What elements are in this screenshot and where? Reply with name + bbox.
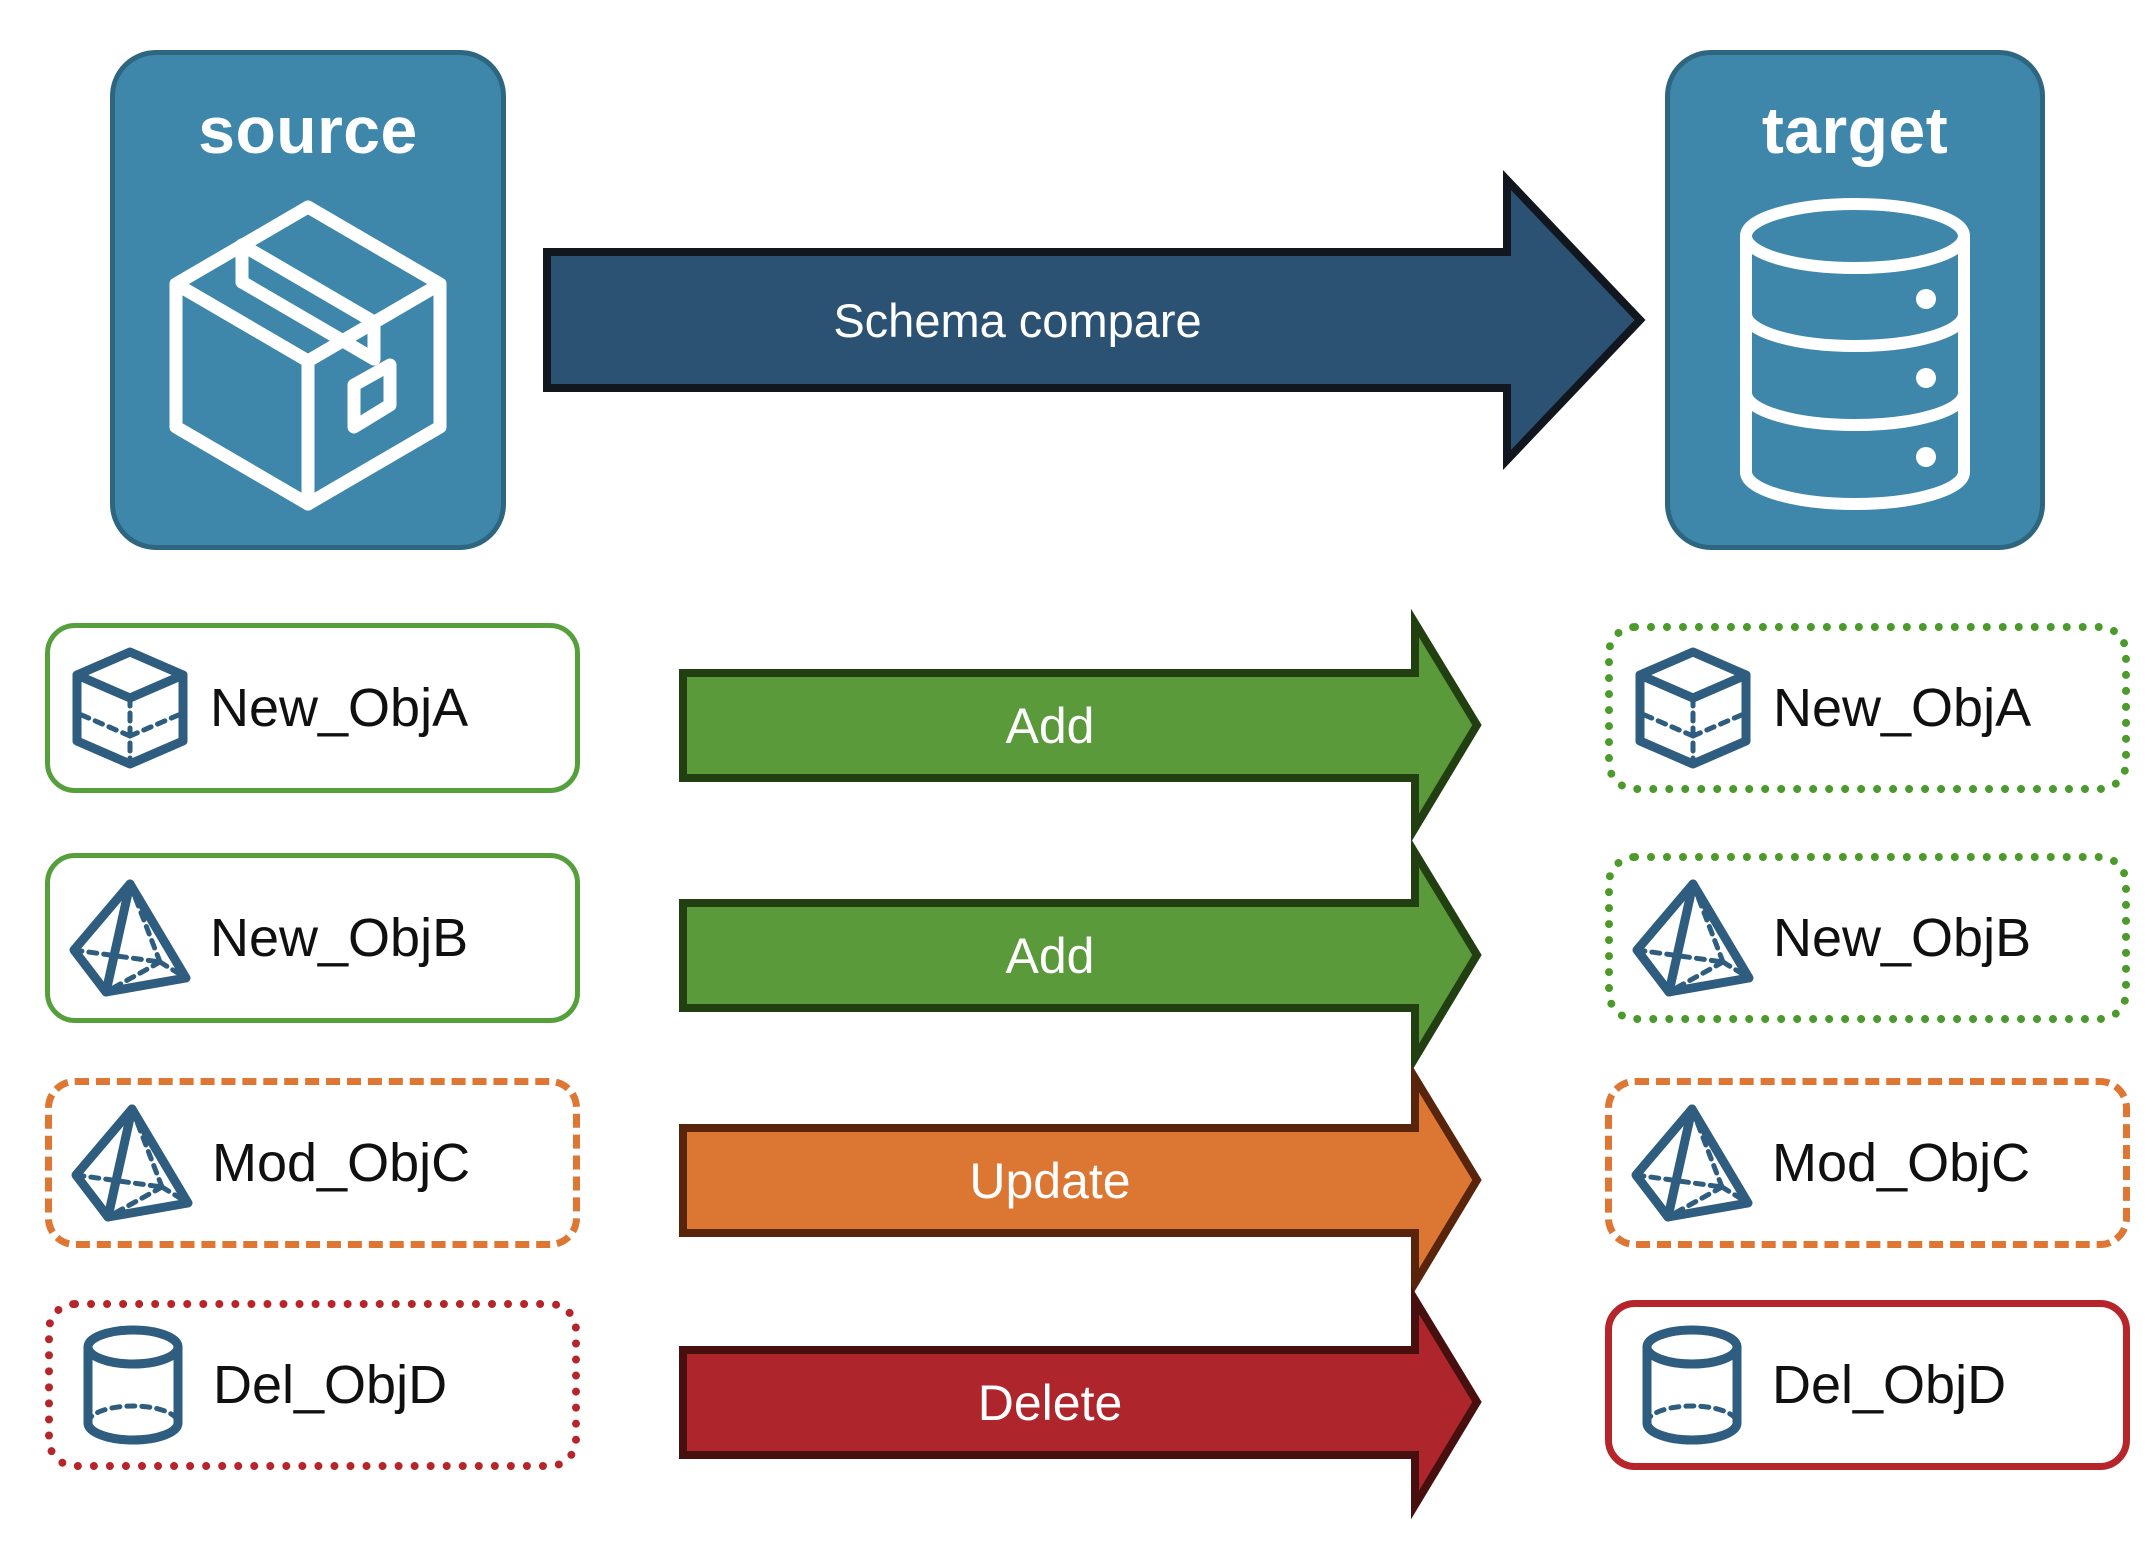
- target-endpoint-panel: target: [1665, 50, 2045, 550]
- target-label: target: [1761, 93, 1949, 167]
- action-label: Delete: [977, 1374, 1123, 1431]
- target-object-card[interactable]: New_ObjA: [1605, 623, 2130, 793]
- object-name: Mod_ObjC: [1772, 1133, 2031, 1193]
- wireframe-cylinder-icon: [1612, 1323, 1772, 1447]
- target-object-card[interactable]: Mod_ObjC: [1605, 1078, 2130, 1248]
- action-arrow: Delete: [679, 1285, 1482, 1520]
- source-object-card[interactable]: Mod_ObjC: [45, 1078, 580, 1248]
- source-label: source: [198, 93, 418, 167]
- package-box-icon: [115, 163, 501, 545]
- source-object-card[interactable]: Del_ObjD: [45, 1300, 580, 1470]
- object-name: Mod_ObjC: [212, 1133, 471, 1193]
- wireframe-cube-icon: [50, 646, 210, 770]
- object-name: Del_ObjD: [213, 1355, 448, 1415]
- wireframe-pyramid-icon: [52, 1103, 212, 1223]
- source-object-card[interactable]: New_ObjB: [45, 853, 580, 1023]
- wireframe-cylinder-icon: [53, 1323, 213, 1447]
- wireframe-cube-icon: [1613, 646, 1773, 770]
- action-label: Update: [969, 1152, 1131, 1209]
- object-name: New_ObjA: [210, 678, 469, 738]
- action-arrow: Update: [679, 1063, 1482, 1298]
- object-name: New_ObjB: [1773, 908, 2032, 968]
- action-arrow: Add: [679, 608, 1482, 843]
- object-name: New_ObjB: [210, 908, 469, 968]
- target-object-card[interactable]: Del_ObjD: [1605, 1300, 2130, 1470]
- wireframe-pyramid-icon: [1612, 1103, 1772, 1223]
- object-name: New_ObjA: [1773, 678, 2032, 738]
- source-object-card[interactable]: New_ObjA: [45, 623, 580, 793]
- diff-row: Del_ObjD Delete Del_ObjD: [0, 1285, 2150, 1520]
- target-object-card[interactable]: New_ObjB: [1605, 853, 2130, 1023]
- diff-row: New_ObjA Add: [0, 608, 2150, 843]
- schema-compare-arrow: Schema compare: [543, 169, 1646, 471]
- schema-compare-label: Schema compare: [833, 293, 1202, 347]
- diff-row: New_ObjB Add: [0, 838, 2150, 1073]
- wireframe-pyramid-icon: [1613, 878, 1773, 998]
- action-label: Add: [1005, 927, 1095, 984]
- wireframe-pyramid-icon: [50, 878, 210, 998]
- diff-row: Mod_ObjC Update: [0, 1063, 2150, 1298]
- database-cylinder-icon: [1670, 163, 2040, 545]
- source-endpoint-panel: source: [110, 50, 506, 550]
- action-label: Add: [1005, 697, 1095, 754]
- action-arrow: Add: [679, 838, 1482, 1073]
- object-name: Del_ObjD: [1772, 1355, 2007, 1415]
